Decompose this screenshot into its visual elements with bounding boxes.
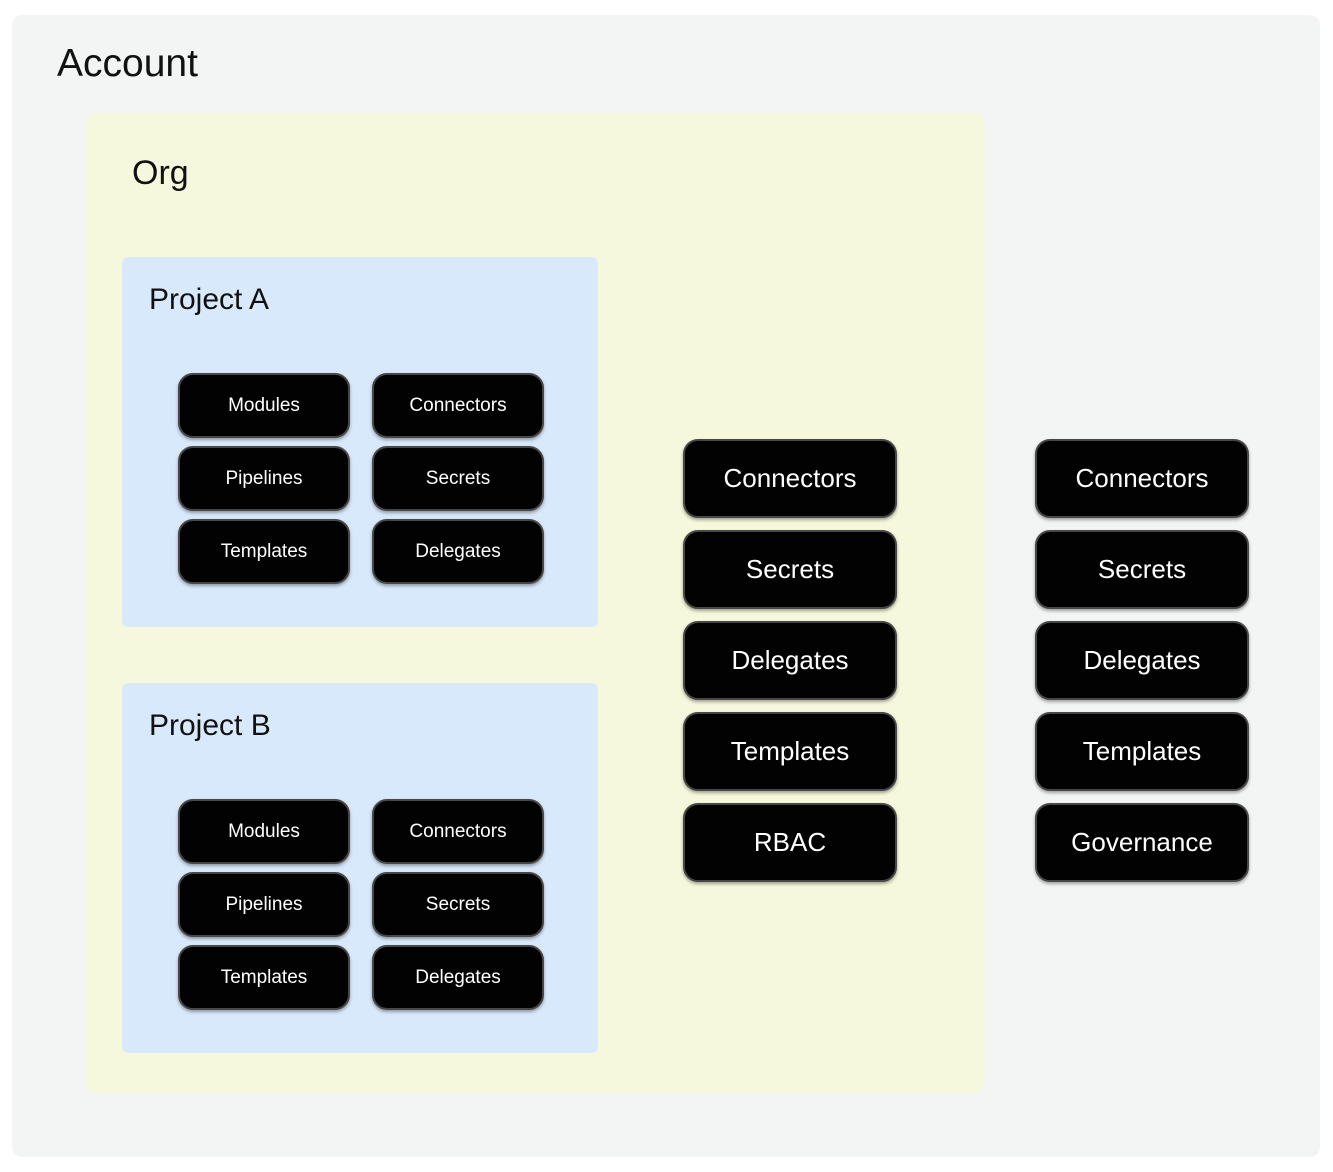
org-title: Org <box>132 154 189 192</box>
account-scope-box: Account Org Project A Modules Connectors… <box>12 15 1320 1157</box>
project-b-pill-connectors: Connectors <box>372 799 544 864</box>
project-b-title: Project B <box>149 709 271 742</box>
account-pill-secrets: Secrets <box>1035 530 1249 609</box>
org-scope-box: Org Project A Modules Connectors Pipelin… <box>86 113 983 1093</box>
project-b-pill-modules: Modules <box>178 799 350 864</box>
project-a-pill-secrets: Secrets <box>372 446 544 511</box>
project-a-pill-delegates: Delegates <box>372 519 544 584</box>
org-resource-column: Connectors Secrets Delegates Templates R… <box>683 439 897 882</box>
org-pill-templates: Templates <box>683 712 897 791</box>
project-a-pill-templates: Templates <box>178 519 350 584</box>
project-b-pill-secrets: Secrets <box>372 872 544 937</box>
project-a-pill-connectors: Connectors <box>372 373 544 438</box>
account-resource-column: Connectors Secrets Delegates Templates G… <box>1035 439 1249 882</box>
project-b-pill-pipelines: Pipelines <box>178 872 350 937</box>
project-a-title: Project A <box>149 283 270 316</box>
org-pill-rbac: RBAC <box>683 803 897 882</box>
project-b-resource-grid: Modules Connectors Pipelines Secrets Tem… <box>178 799 544 1010</box>
project-a-pill-pipelines: Pipelines <box>178 446 350 511</box>
project-b-pill-delegates: Delegates <box>372 945 544 1010</box>
project-a-scope-box: Project A Modules Connectors Pipelines S… <box>122 257 598 627</box>
account-pill-connectors: Connectors <box>1035 439 1249 518</box>
account-pill-delegates: Delegates <box>1035 621 1249 700</box>
org-pill-secrets: Secrets <box>683 530 897 609</box>
project-b-pill-templates: Templates <box>178 945 350 1010</box>
org-pill-delegates: Delegates <box>683 621 897 700</box>
account-title: Account <box>57 42 198 85</box>
project-b-scope-box: Project B Modules Connectors Pipelines S… <box>122 683 598 1053</box>
account-pill-templates: Templates <box>1035 712 1249 791</box>
project-a-pill-modules: Modules <box>178 373 350 438</box>
project-a-resource-grid: Modules Connectors Pipelines Secrets Tem… <box>178 373 544 584</box>
account-pill-governance: Governance <box>1035 803 1249 882</box>
org-pill-connectors: Connectors <box>683 439 897 518</box>
